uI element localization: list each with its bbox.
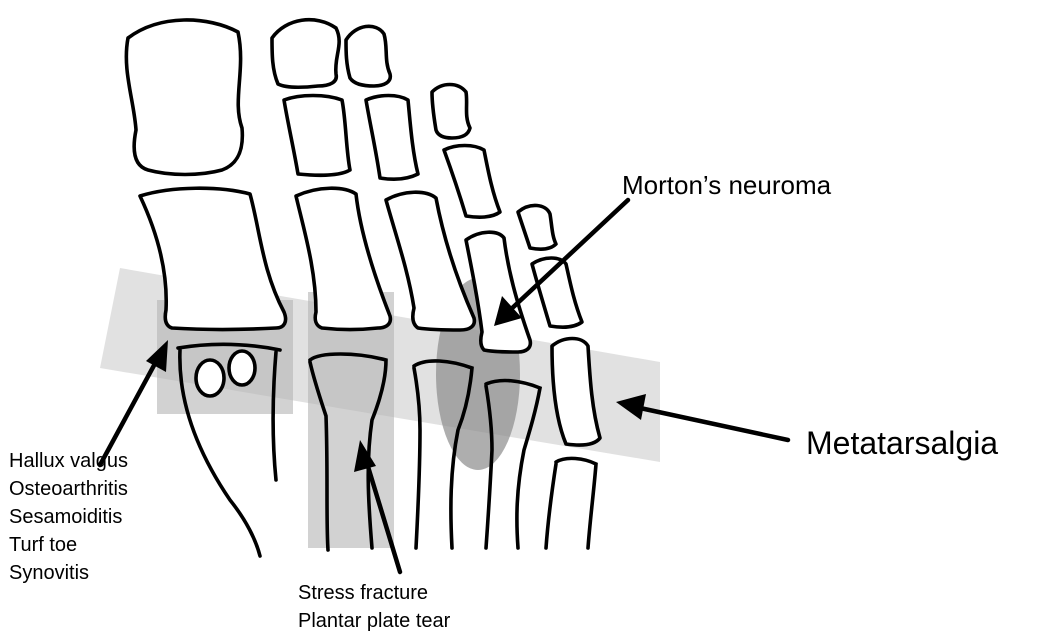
condition-item: Sesamoiditis	[9, 503, 128, 531]
condition-item: Osteoarthritis	[9, 475, 128, 503]
label-mortons-neuroma: Morton’s neuroma	[622, 170, 831, 201]
label-metatarsalgia: Metatarsalgia	[806, 425, 998, 462]
condition-item: Hallux valgus	[9, 447, 128, 475]
condition-item: Turf toe	[9, 531, 128, 559]
condition-item: Synovitis	[9, 559, 128, 587]
condition-item: Plantar plate tear	[298, 607, 450, 635]
condition-item: Stress fracture	[298, 579, 450, 607]
label-second-ray-conditions: Stress fracture Plantar plate tear	[298, 579, 450, 635]
label-first-mtp-conditions: Hallux valgus Osteoarthritis Sesamoiditi…	[9, 447, 128, 587]
